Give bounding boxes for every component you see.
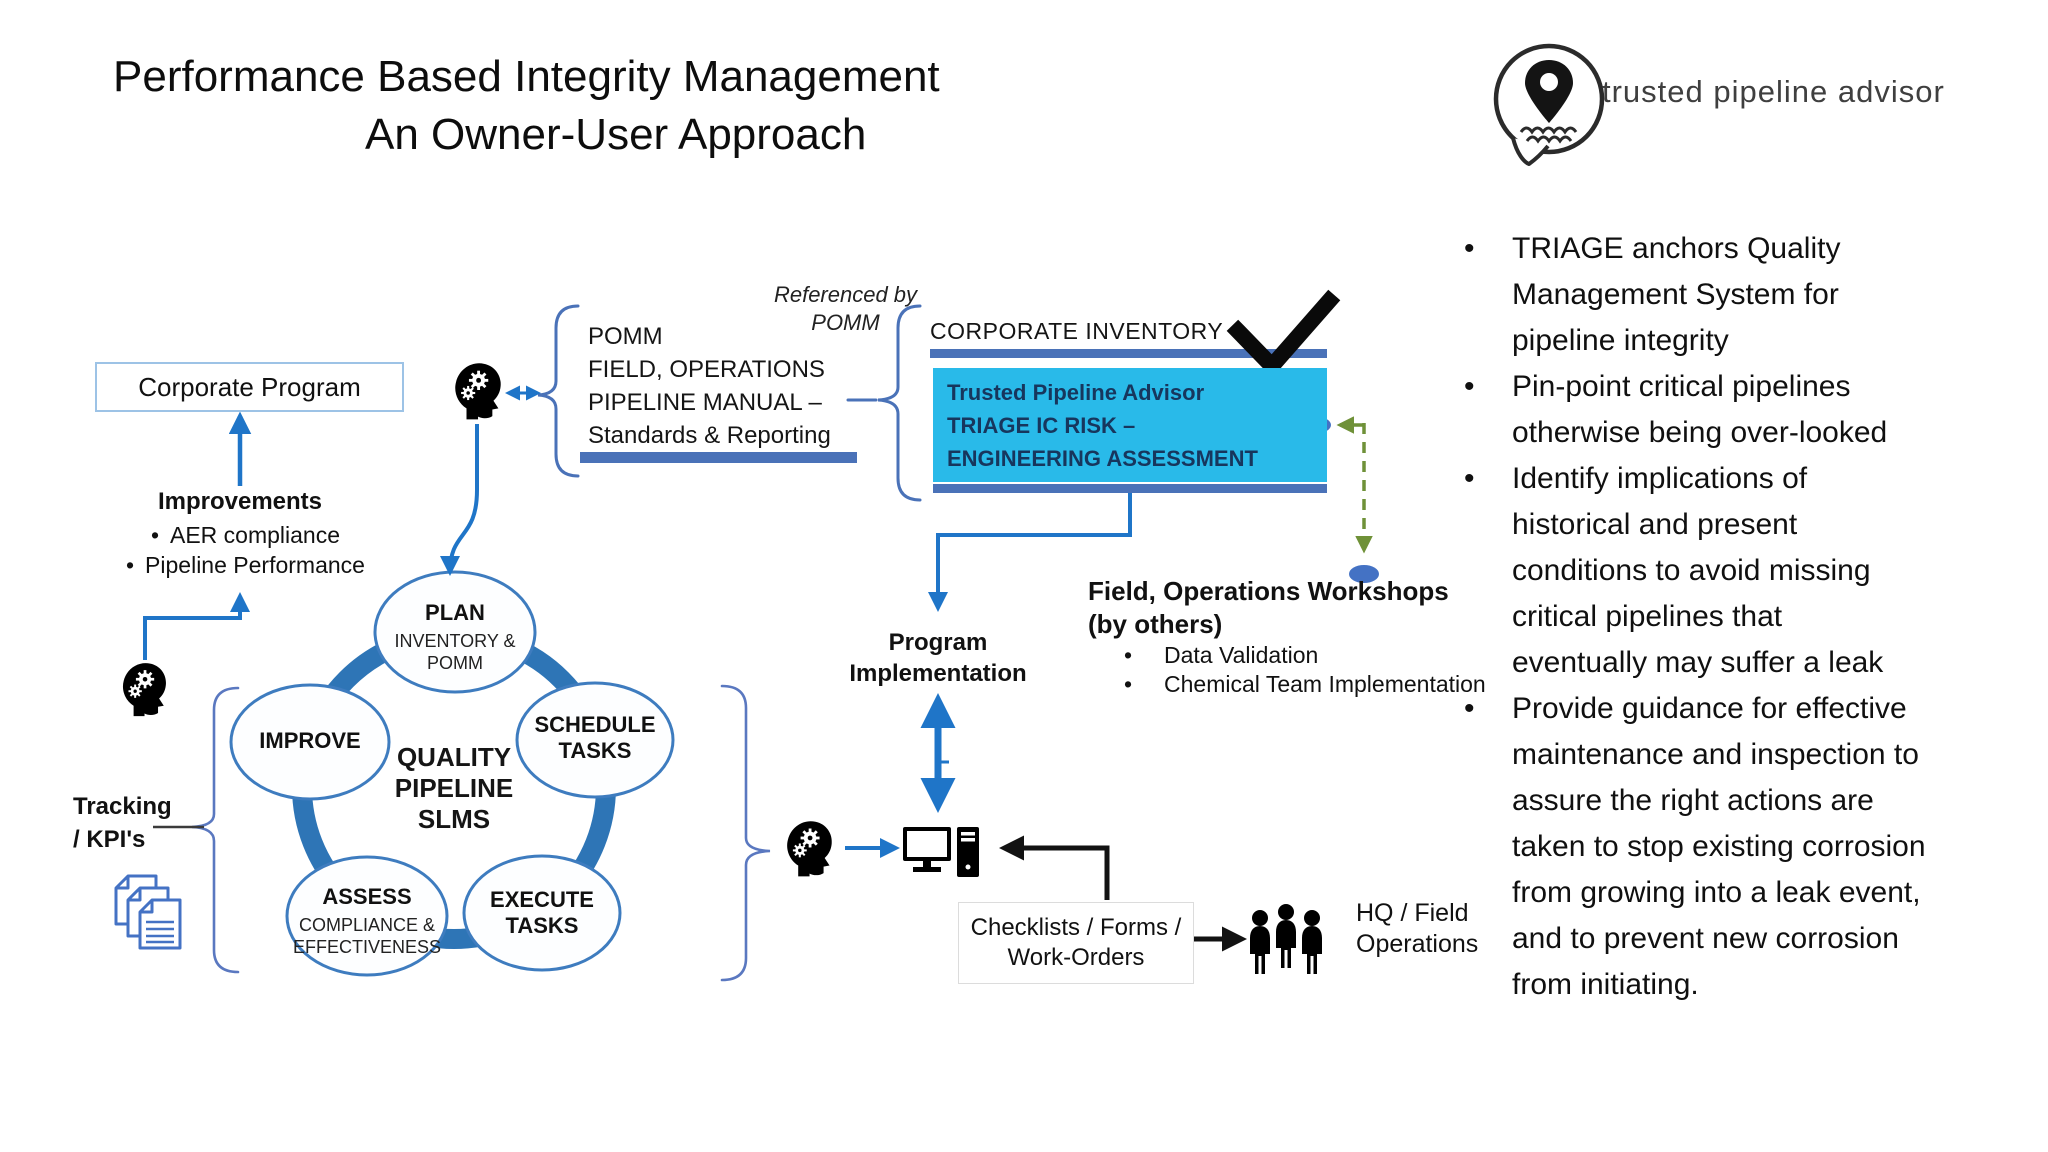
improvements-list: AER compliance Pipeline Performance (110, 520, 370, 580)
schedule-ellipse (515, 681, 675, 799)
node-title: SCHEDULE TASKS (534, 712, 656, 763)
people-icon (1250, 904, 1322, 974)
pomm-manual-block: POMM FIELD, OPERATIONS PIPELINE MANUAL –… (588, 323, 831, 449)
tracking-kpi-label: Tracking / KPI's (73, 793, 172, 853)
node-title: ASSESS (322, 884, 412, 909)
node-subtitle: COMPLIANCE & EFFECTIVENESS (292, 915, 442, 957)
list-item: AER compliance (110, 520, 370, 550)
program-implementation-label: Program Implementation (849, 629, 1027, 687)
documents-icon (114, 874, 182, 950)
slide-title-line1: Performance Based Integrity Management (113, 52, 940, 101)
computer-icon (903, 827, 979, 877)
corporate-inventory-heading: CORPORATE INVENTORY (930, 318, 1224, 344)
list-item: Chemical Team Implementation (1088, 670, 1486, 699)
referenced-by-note: Referenced by POMM (773, 282, 918, 335)
ring-center-label: QUALITY PIPELINE SLMS (394, 742, 514, 834)
slide-title-line2: An Owner-User Approach (365, 110, 867, 159)
key-point: Identify implications of historical and … (1462, 456, 2037, 686)
ring-node-schedule: SCHEDULE TASKS (515, 712, 675, 764)
accent-bars (580, 349, 1327, 493)
pomm-brace (537, 304, 580, 478)
head-gears-icon-pomm (455, 363, 500, 419)
ring-node-assess: ASSESS COMPLIANCE & EFFECTIVENESS (287, 884, 447, 958)
arrow-knowledge-to-plan (440, 424, 479, 576)
pomm-underline-bar (580, 452, 857, 463)
key-points-list: TRIAGE anchors Quality Management System… (1462, 226, 2037, 1008)
output-brace (720, 684, 771, 982)
node-subtitle: INVENTORY & POMM (394, 631, 516, 673)
hq-field-operations-label: HQ / Field Operations (1356, 899, 1479, 958)
logo-wordmark: trusted pipeline advisor (1602, 74, 1945, 109)
key-point: TRIAGE anchors Quality Management System… (1462, 226, 2037, 364)
connector-oval-large (1349, 565, 1379, 583)
inventory-brace (877, 304, 922, 502)
ring-node-improve: IMPROVE (230, 728, 390, 754)
improvements-title: Improvements (157, 488, 323, 515)
arrow-checklists-to-computer (999, 835, 1110, 900)
head-gears-icon-analyst (787, 821, 832, 876)
arrow-inventory-to-program-implementation (928, 493, 1132, 612)
list-item: Data Validation (1088, 641, 1486, 670)
head-gears-icon-tracking (123, 663, 166, 716)
quality-ring (229, 570, 675, 977)
checklists-box: Checklists / Forms / Work-Orders (958, 902, 1194, 984)
logo-pin-icon (1493, 43, 1605, 166)
key-point: Provide guidance for effective maintenan… (1462, 686, 2037, 1008)
corporate-program-box: Corporate Program (95, 362, 404, 412)
workshops-list: Data Validation Chemical Team Implementa… (1088, 641, 1486, 699)
inventory-heading-bar (930, 349, 1327, 358)
workshops-title: Field, Operations Workshops (by others) (1088, 576, 1449, 639)
arrow-tracking-to-improvements (143, 592, 250, 660)
node-title: PLAN (425, 600, 485, 625)
node-title: IMPROVE (259, 728, 361, 753)
ring-node-plan: PLAN INVENTORY & POMM (375, 600, 535, 674)
assess-ellipse (285, 855, 449, 977)
node-title: EXECUTE TASKS (490, 887, 594, 938)
trusted-pipeline-advisor-box: Trusted Pipeline Advisor TRIAGE IC RISK … (933, 368, 1327, 482)
execute-ellipse (462, 854, 622, 972)
checkmark-icon (1226, 289, 1341, 378)
blue-connectors (143, 385, 1132, 858)
ring-node-execute: EXECUTE TASKS (462, 887, 622, 939)
list-item: Pipeline Performance (110, 550, 370, 580)
black-connectors (999, 835, 1247, 952)
improve-ellipse (229, 683, 391, 801)
key-point: Pin-point critical pipelines otherwise b… (1462, 364, 2037, 456)
inventory-bottom-bar (933, 484, 1327, 493)
